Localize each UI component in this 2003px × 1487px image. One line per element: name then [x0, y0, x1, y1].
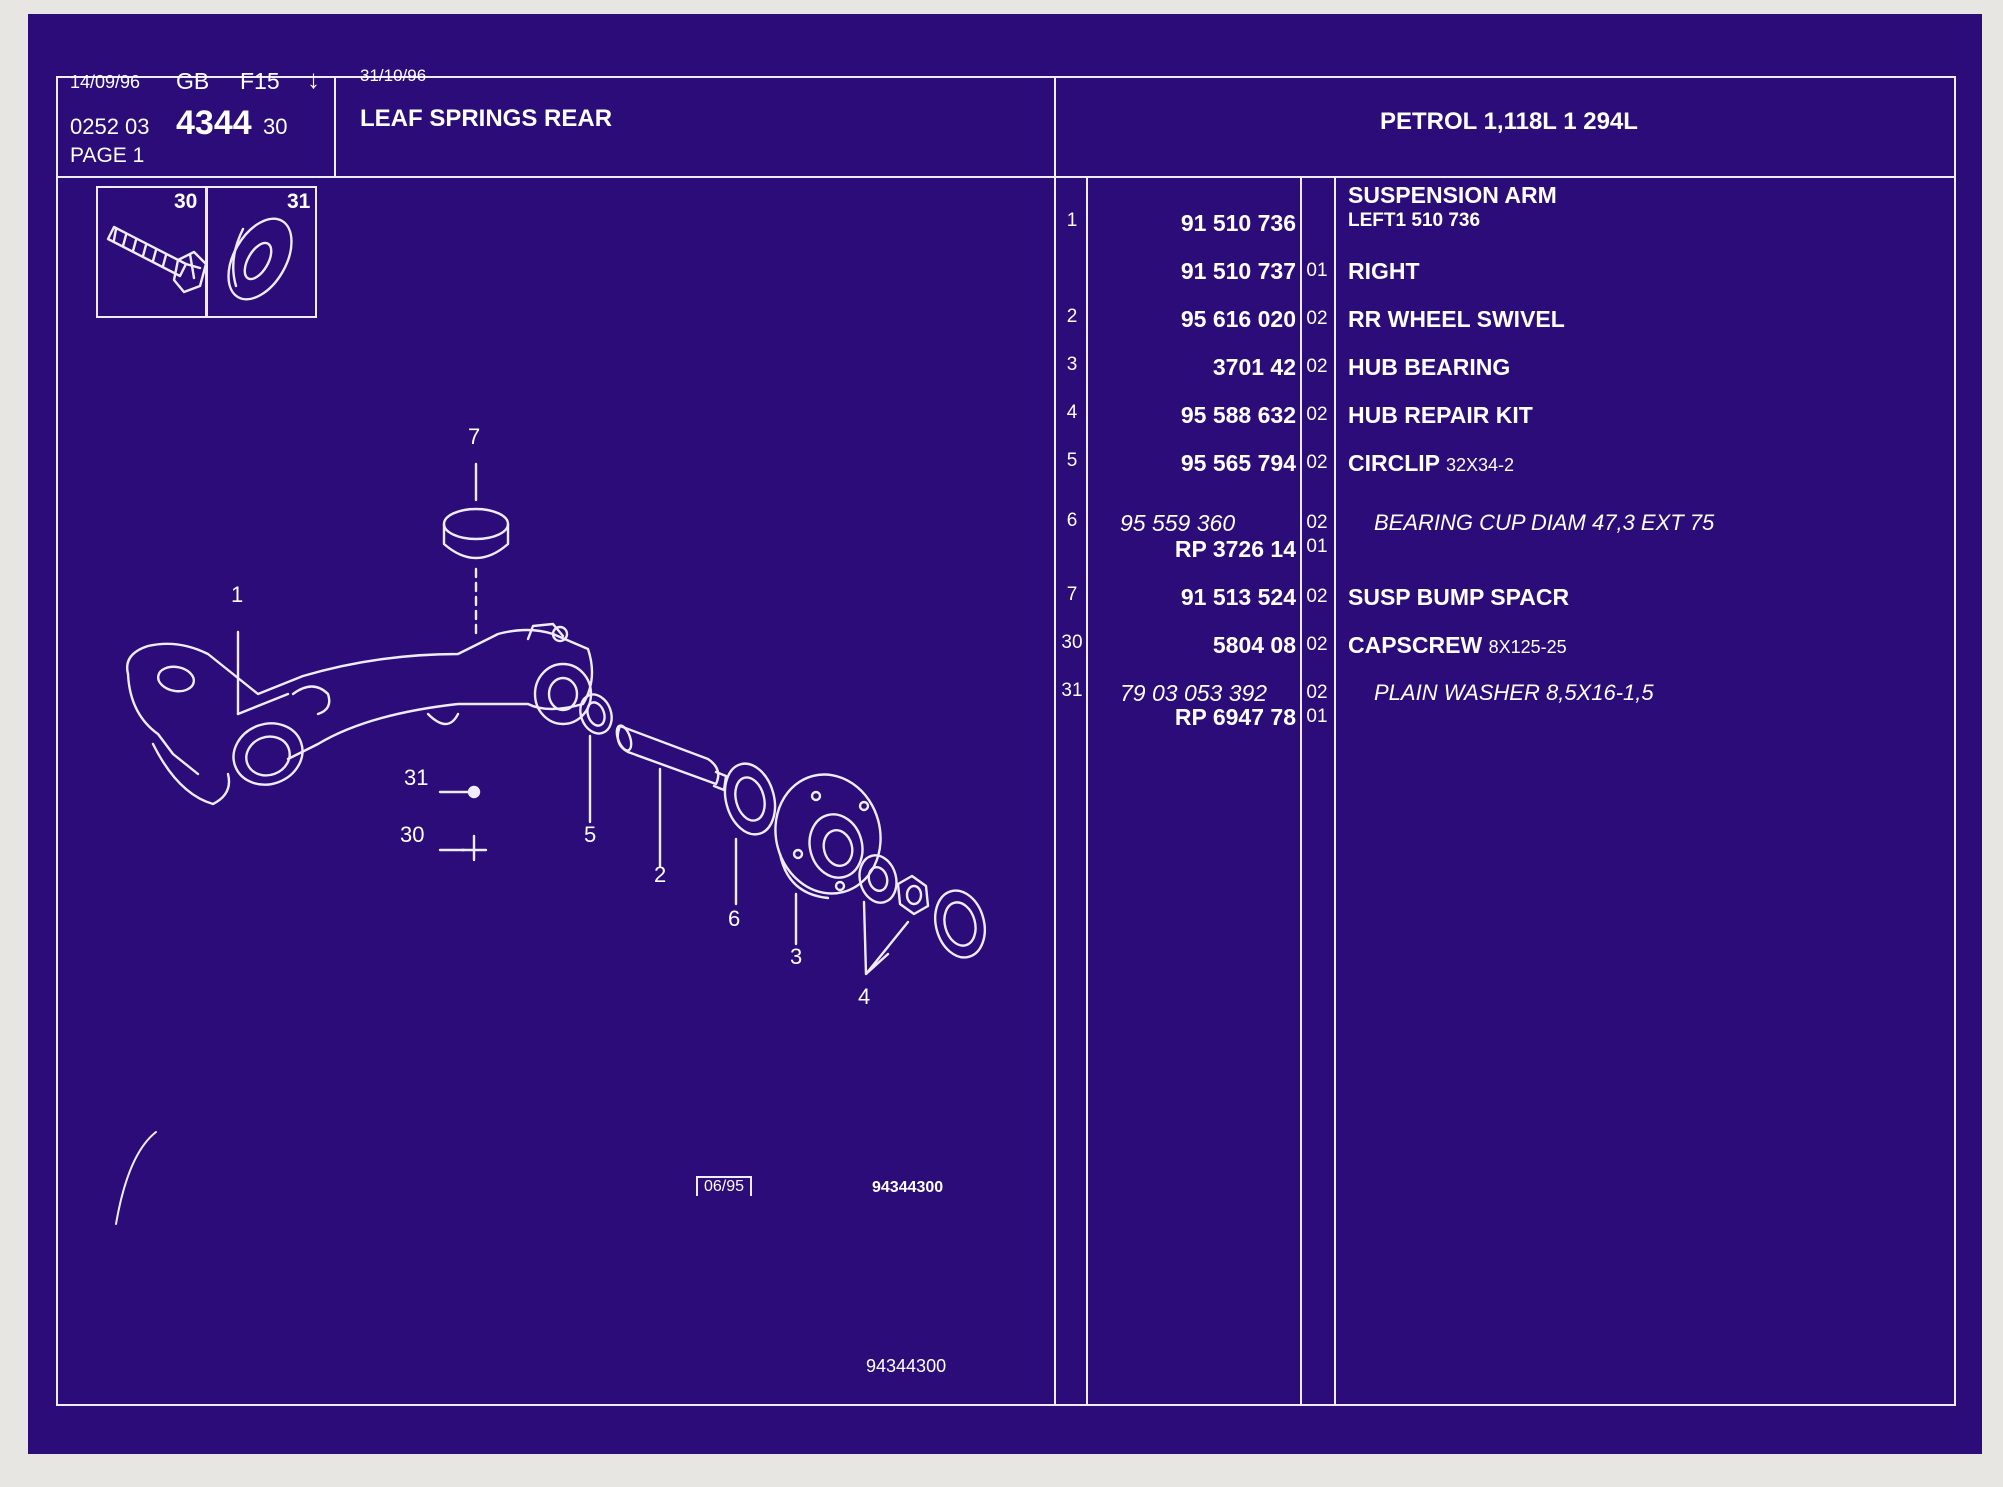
col-divider-ref	[1300, 178, 1302, 1406]
part-reference: 79 03 053 392	[1120, 680, 1268, 706]
suspension-arm-part	[126, 622, 594, 806]
part-description-main: CAPSCREW	[1348, 632, 1483, 658]
part-description: SUSP BUMP SPACR	[1348, 584, 1570, 610]
quantity: 01	[1306, 260, 1328, 281]
item-number: 1	[1066, 210, 1078, 231]
part-description-detail: LEFT1 510 736	[1348, 210, 1481, 231]
header-bottom-rule	[58, 176, 1956, 178]
part-reference: 95 559 360	[1120, 510, 1236, 536]
col-divider-qty	[1334, 178, 1336, 1406]
inset-box-capscrew	[96, 186, 208, 318]
microfiche-slide: 14/09/96 GB F15 ↓ 0252 03 4344 30 PAGE 1…	[28, 14, 1982, 1454]
part-reference: 91 510 736	[1180, 210, 1296, 236]
quantity-alt: 01	[1306, 536, 1328, 557]
wheel-swivel-part	[615, 724, 728, 868]
ref-main: 4344	[176, 104, 252, 142]
inset-label-31: 31	[287, 190, 311, 213]
part-reference: 95 616 020	[1180, 306, 1296, 332]
part-description: SUSPENSION ARM	[1348, 182, 1557, 208]
revision-stamp: 06/95	[696, 1176, 753, 1196]
quantity: 02	[1306, 308, 1328, 329]
fiche-code: F15	[240, 68, 280, 94]
callout-6: 6	[728, 906, 741, 931]
item-number: 4	[1066, 402, 1078, 423]
callout-1: 1	[231, 582, 244, 607]
exploded-parts-diagram	[106, 217, 986, 1225]
callout-31: 31	[404, 765, 429, 790]
hub-part	[774, 773, 882, 946]
part-reference: 95 565 794	[1180, 450, 1296, 476]
bump-spacer-part	[442, 462, 510, 636]
part-description-spec: 8X125-25	[1488, 637, 1567, 657]
quantity: 02	[1306, 634, 1328, 655]
callout-2: 2	[654, 862, 667, 887]
ref-suffix: 30	[263, 114, 288, 139]
part-reference: 91 510 737	[1180, 258, 1296, 284]
bearing-cup-part	[723, 762, 777, 906]
part-description: CAPSCREW 8X125-25	[1348, 632, 1567, 659]
part-description-spec: 32X34-2	[1445, 455, 1515, 475]
item-number: 6	[1066, 510, 1078, 531]
date-right: 31/10/96	[360, 66, 427, 85]
part-description: BEARING CUP DIAM 47,3 EXT 75	[1374, 510, 1715, 535]
part-reference-alt: RP 3726 14	[1174, 536, 1296, 562]
item-number: 7	[1066, 584, 1078, 605]
part-description: CIRCLIP 32X34-2	[1348, 450, 1514, 477]
part-description: RIGHT	[1348, 258, 1420, 284]
quantity: 02	[1306, 512, 1328, 533]
fixings-part	[438, 785, 488, 862]
sheet-frame	[56, 76, 1956, 1406]
part-description: HUB BEARING	[1348, 354, 1511, 380]
callout-7: 7	[468, 424, 481, 449]
item-number: 5	[1066, 450, 1078, 471]
item-number: 30	[1061, 632, 1083, 653]
quantity: 02	[1306, 452, 1328, 473]
engine-type: PETROL 1,118L 1 294L	[1380, 108, 1638, 135]
part-description: RR WHEEL SWIVEL	[1348, 306, 1565, 332]
inset-label-30: 30	[174, 190, 198, 213]
item-number: 2	[1066, 306, 1078, 327]
callout-5: 5	[584, 822, 597, 847]
inset-box-washer	[205, 186, 317, 318]
date-left: 14/09/96	[70, 72, 141, 92]
part-description: HUB REPAIR KIT	[1348, 402, 1533, 428]
header-divider-left	[334, 76, 336, 178]
quantity: 02	[1306, 682, 1328, 703]
part-reference: 91 513 524	[1180, 584, 1296, 610]
item-number: 31	[1061, 680, 1083, 701]
main-vertical-divider	[1054, 76, 1056, 1406]
part-reference: 5804 08	[1212, 632, 1296, 658]
washer-icon	[227, 217, 293, 301]
circlip-part	[579, 693, 613, 824]
part-reference-alt: RP 6947 78	[1174, 704, 1296, 730]
ref-prefix: 0252 03	[70, 114, 150, 139]
language-code: GB	[176, 68, 210, 94]
quantity: 02	[1306, 356, 1328, 377]
fiche-ref-bottom: 94344300	[866, 1356, 947, 1376]
callout-4: 4	[858, 984, 871, 1009]
arrow-down-icon: ↓	[307, 64, 320, 94]
callout-30: 30	[400, 822, 425, 847]
col-divider-num	[1086, 178, 1088, 1406]
capscrew-icon	[106, 225, 208, 294]
quantity: 02	[1306, 586, 1328, 607]
page-number: PAGE 1	[70, 144, 145, 167]
callout-3: 3	[790, 944, 803, 969]
quantity: 02	[1306, 404, 1328, 425]
hub-repair-kit-part	[858, 854, 986, 976]
part-reference: 3701 42	[1212, 354, 1296, 380]
section-title: LEAF SPRINGS REAR	[360, 105, 613, 132]
quantity-alt: 01	[1306, 706, 1328, 727]
part-description: PLAIN WASHER 8,5X16-1,5	[1374, 680, 1654, 705]
part-description-main: CIRCLIP	[1348, 450, 1440, 476]
fiche-ref-small: 94344300	[872, 1179, 944, 1196]
part-reference: 95 588 632	[1180, 402, 1296, 428]
revision-stamp-text: 06/95	[704, 1178, 745, 1195]
item-number: 3	[1066, 354, 1078, 375]
